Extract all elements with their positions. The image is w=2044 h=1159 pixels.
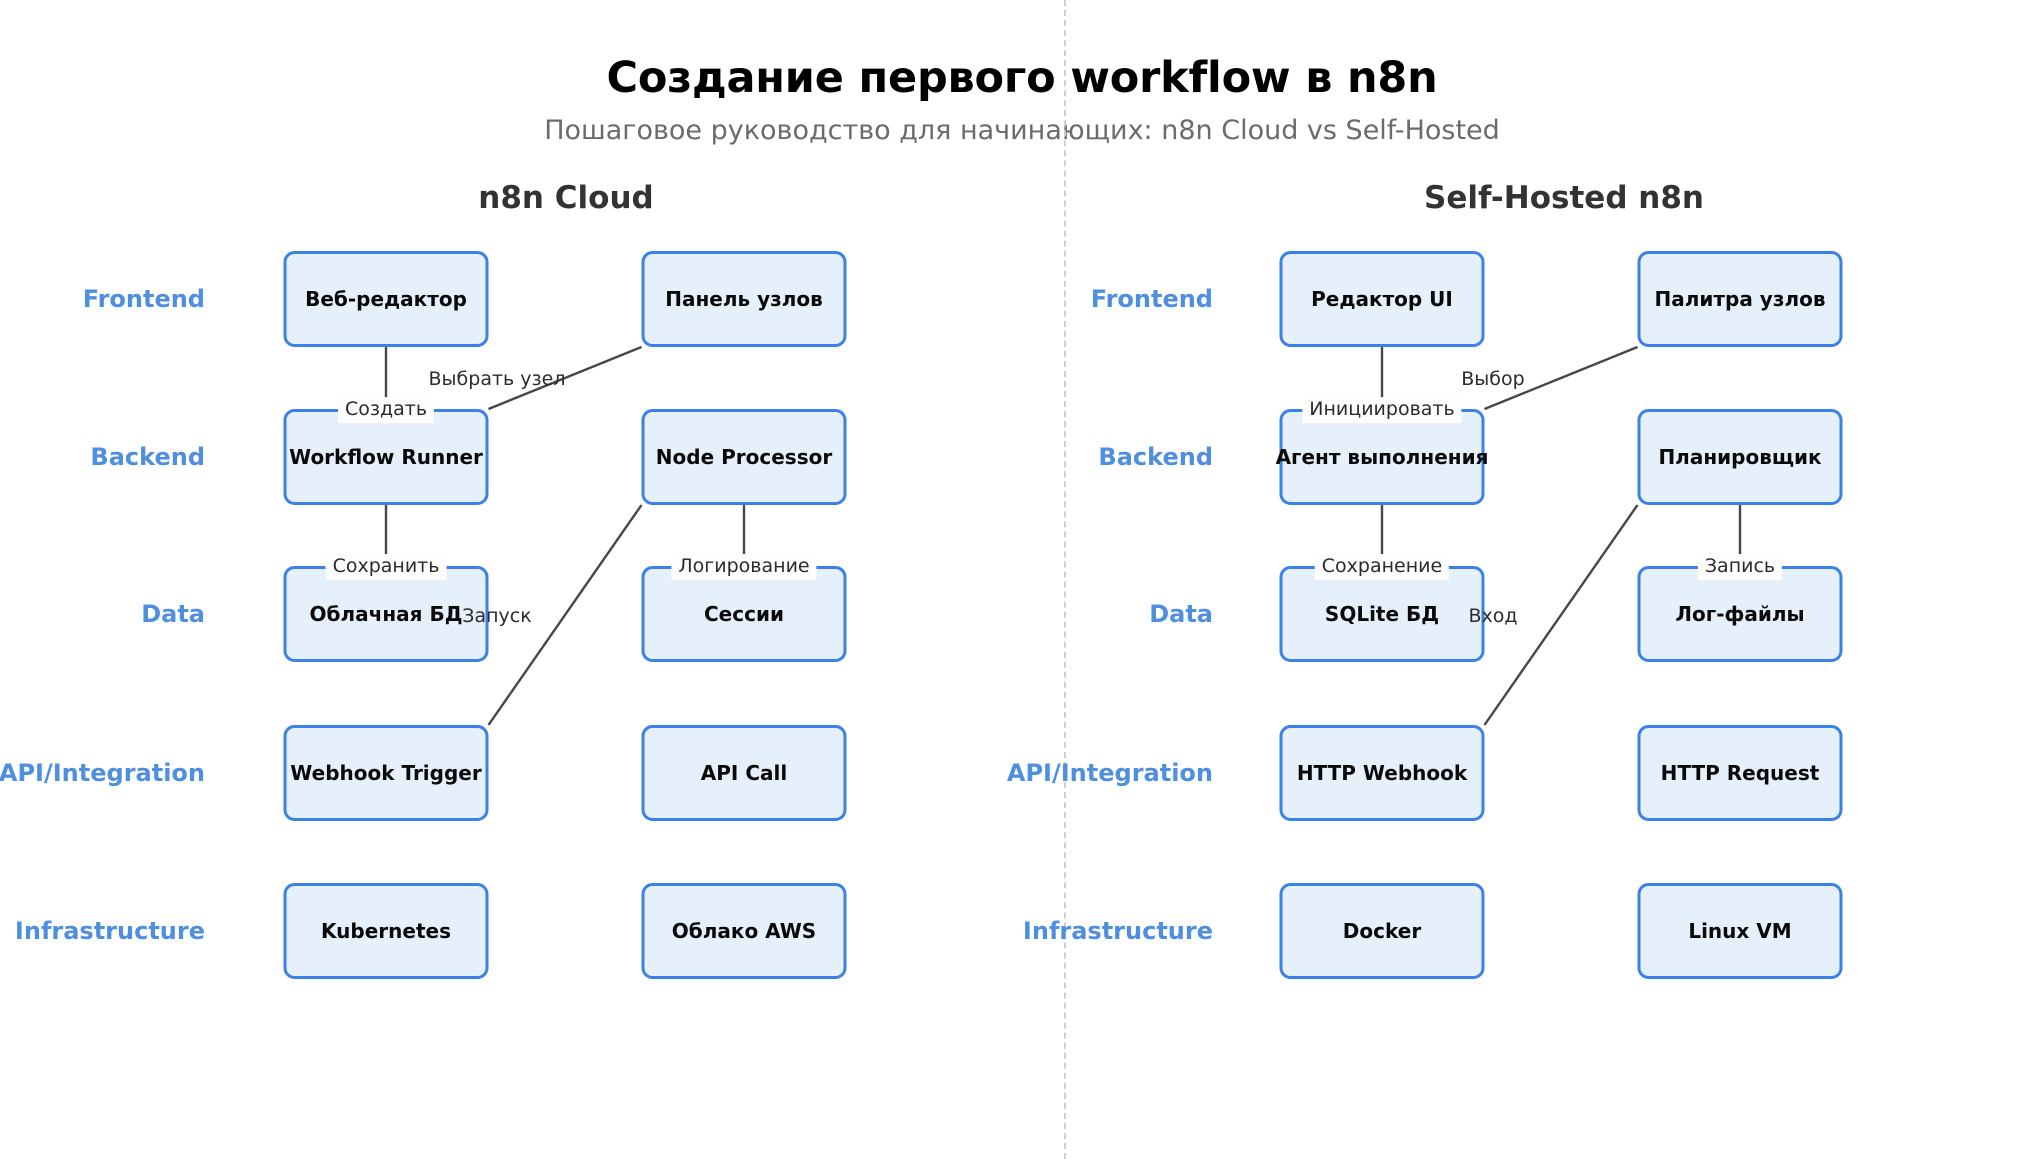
panel-header-selfhosted: Self-Hosted n8n (1423, 180, 1705, 216)
node-node-panel[interactable]: Панель узлов (641, 251, 847, 347)
node-label-exec-agent: Агент выполнения (1275, 444, 1489, 469)
node-label-node-palette: Палитра узлов (1654, 286, 1826, 311)
edge-label-exec-agent-to-sqlite-db: Сохранение (1314, 554, 1450, 580)
node-label-sessions: Сессии (704, 601, 784, 626)
node-aws-cloud[interactable]: Облако AWS (641, 883, 847, 979)
node-label-webhook-trigger: Webhook Trigger (290, 760, 482, 785)
edge-label-scheduler-to-http-webhook: Вход (1468, 605, 1518, 628)
node-http-webhook[interactable]: HTTP Webhook (1279, 725, 1485, 821)
layer-label-selfhosted-infrastructure: Infrastructure (1022, 917, 1213, 945)
panel-divider (1064, 0, 1066, 1159)
node-exec-agent[interactable]: Агент выполнения (1276, 409, 1488, 505)
layer-label-selfhosted-data: Data (1149, 600, 1213, 628)
node-label-log-files: Лог-файлы (1675, 601, 1805, 626)
node-label-scheduler: Планировщик (1658, 444, 1822, 469)
edge-label-node-processor-to-webhook-trigger: Запуск (462, 605, 532, 628)
page-title: Создание первого workflow в n8n (606, 53, 1438, 103)
node-label-workflow-runner: Workflow Runner (289, 444, 483, 469)
edge-label-node-palette-to-exec-agent: Выбор (1461, 368, 1525, 391)
node-webhook-trigger[interactable]: Webhook Trigger (283, 725, 489, 821)
node-label-sqlite-db: SQLite БД (1324, 601, 1440, 626)
node-label-node-panel: Панель узлов (665, 286, 823, 311)
layer-label-selfhosted-frontend: Frontend (1090, 285, 1213, 313)
layer-label-cloud-infrastructure: Infrastructure (14, 917, 205, 945)
layer-label-cloud-frontend: Frontend (82, 285, 205, 313)
node-web-editor[interactable]: Веб-редактор (283, 251, 489, 347)
node-log-files[interactable]: Лог-файлы (1637, 566, 1843, 662)
node-docker[interactable]: Docker (1279, 883, 1485, 979)
layer-label-selfhosted-backend: Backend (1098, 443, 1213, 471)
node-label-linux-vm: Linux VM (1688, 918, 1792, 943)
node-kubernetes[interactable]: Kubernetes (283, 883, 489, 979)
node-cloud-db[interactable]: Облачная БД (283, 566, 489, 662)
node-node-palette[interactable]: Палитра узлов (1637, 251, 1843, 347)
panel-header-cloud: n8n Cloud (478, 180, 654, 216)
node-label-aws-cloud: Облако AWS (671, 918, 817, 943)
edge-label-node-processor-to-sessions: Логирование (671, 554, 817, 580)
layer-label-cloud-data: Data (141, 600, 205, 628)
layer-label-selfhosted-api-integration: API/Integration (1006, 759, 1213, 787)
node-linux-vm[interactable]: Linux VM (1637, 883, 1843, 979)
edge-label-node-panel-to-workflow-runner: Выбрать узел (428, 368, 566, 391)
node-label-web-editor: Веб-редактор (305, 286, 467, 311)
node-label-http-webhook: HTTP Webhook (1296, 760, 1468, 785)
node-workflow-runner[interactable]: Workflow Runner (283, 409, 489, 505)
node-scheduler[interactable]: Планировщик (1637, 409, 1843, 505)
edge-label-web-editor-to-workflow-runner: Создать (337, 397, 435, 423)
node-label-editor-ui: Редактор UI (1311, 286, 1453, 311)
edge-label-workflow-runner-to-cloud-db: Сохранить (325, 554, 447, 580)
node-sqlite-db[interactable]: SQLite БД (1279, 566, 1485, 662)
node-node-processor[interactable]: Node Processor (641, 409, 847, 505)
layer-label-cloud-api-integration: API/Integration (0, 759, 205, 787)
node-label-http-request: HTTP Request (1660, 760, 1820, 785)
page-subtitle: Пошаговое руководство для начинающих: n8… (544, 115, 1500, 146)
node-sessions[interactable]: Сессии (641, 566, 847, 662)
node-label-kubernetes: Kubernetes (321, 918, 451, 943)
node-api-call[interactable]: API Call (641, 725, 847, 821)
node-http-request[interactable]: HTTP Request (1637, 725, 1843, 821)
node-label-docker: Docker (1342, 918, 1422, 943)
edge-label-editor-ui-to-exec-agent: Инициировать (1302, 397, 1462, 423)
node-label-node-processor: Node Processor (655, 444, 833, 469)
node-label-api-call: API Call (700, 760, 788, 785)
node-label-cloud-db: Облачная БД (309, 601, 463, 626)
layer-label-cloud-backend: Backend (90, 443, 205, 471)
node-editor-ui[interactable]: Редактор UI (1279, 251, 1485, 347)
edge-label-scheduler-to-log-files: Запись (1697, 554, 1783, 580)
